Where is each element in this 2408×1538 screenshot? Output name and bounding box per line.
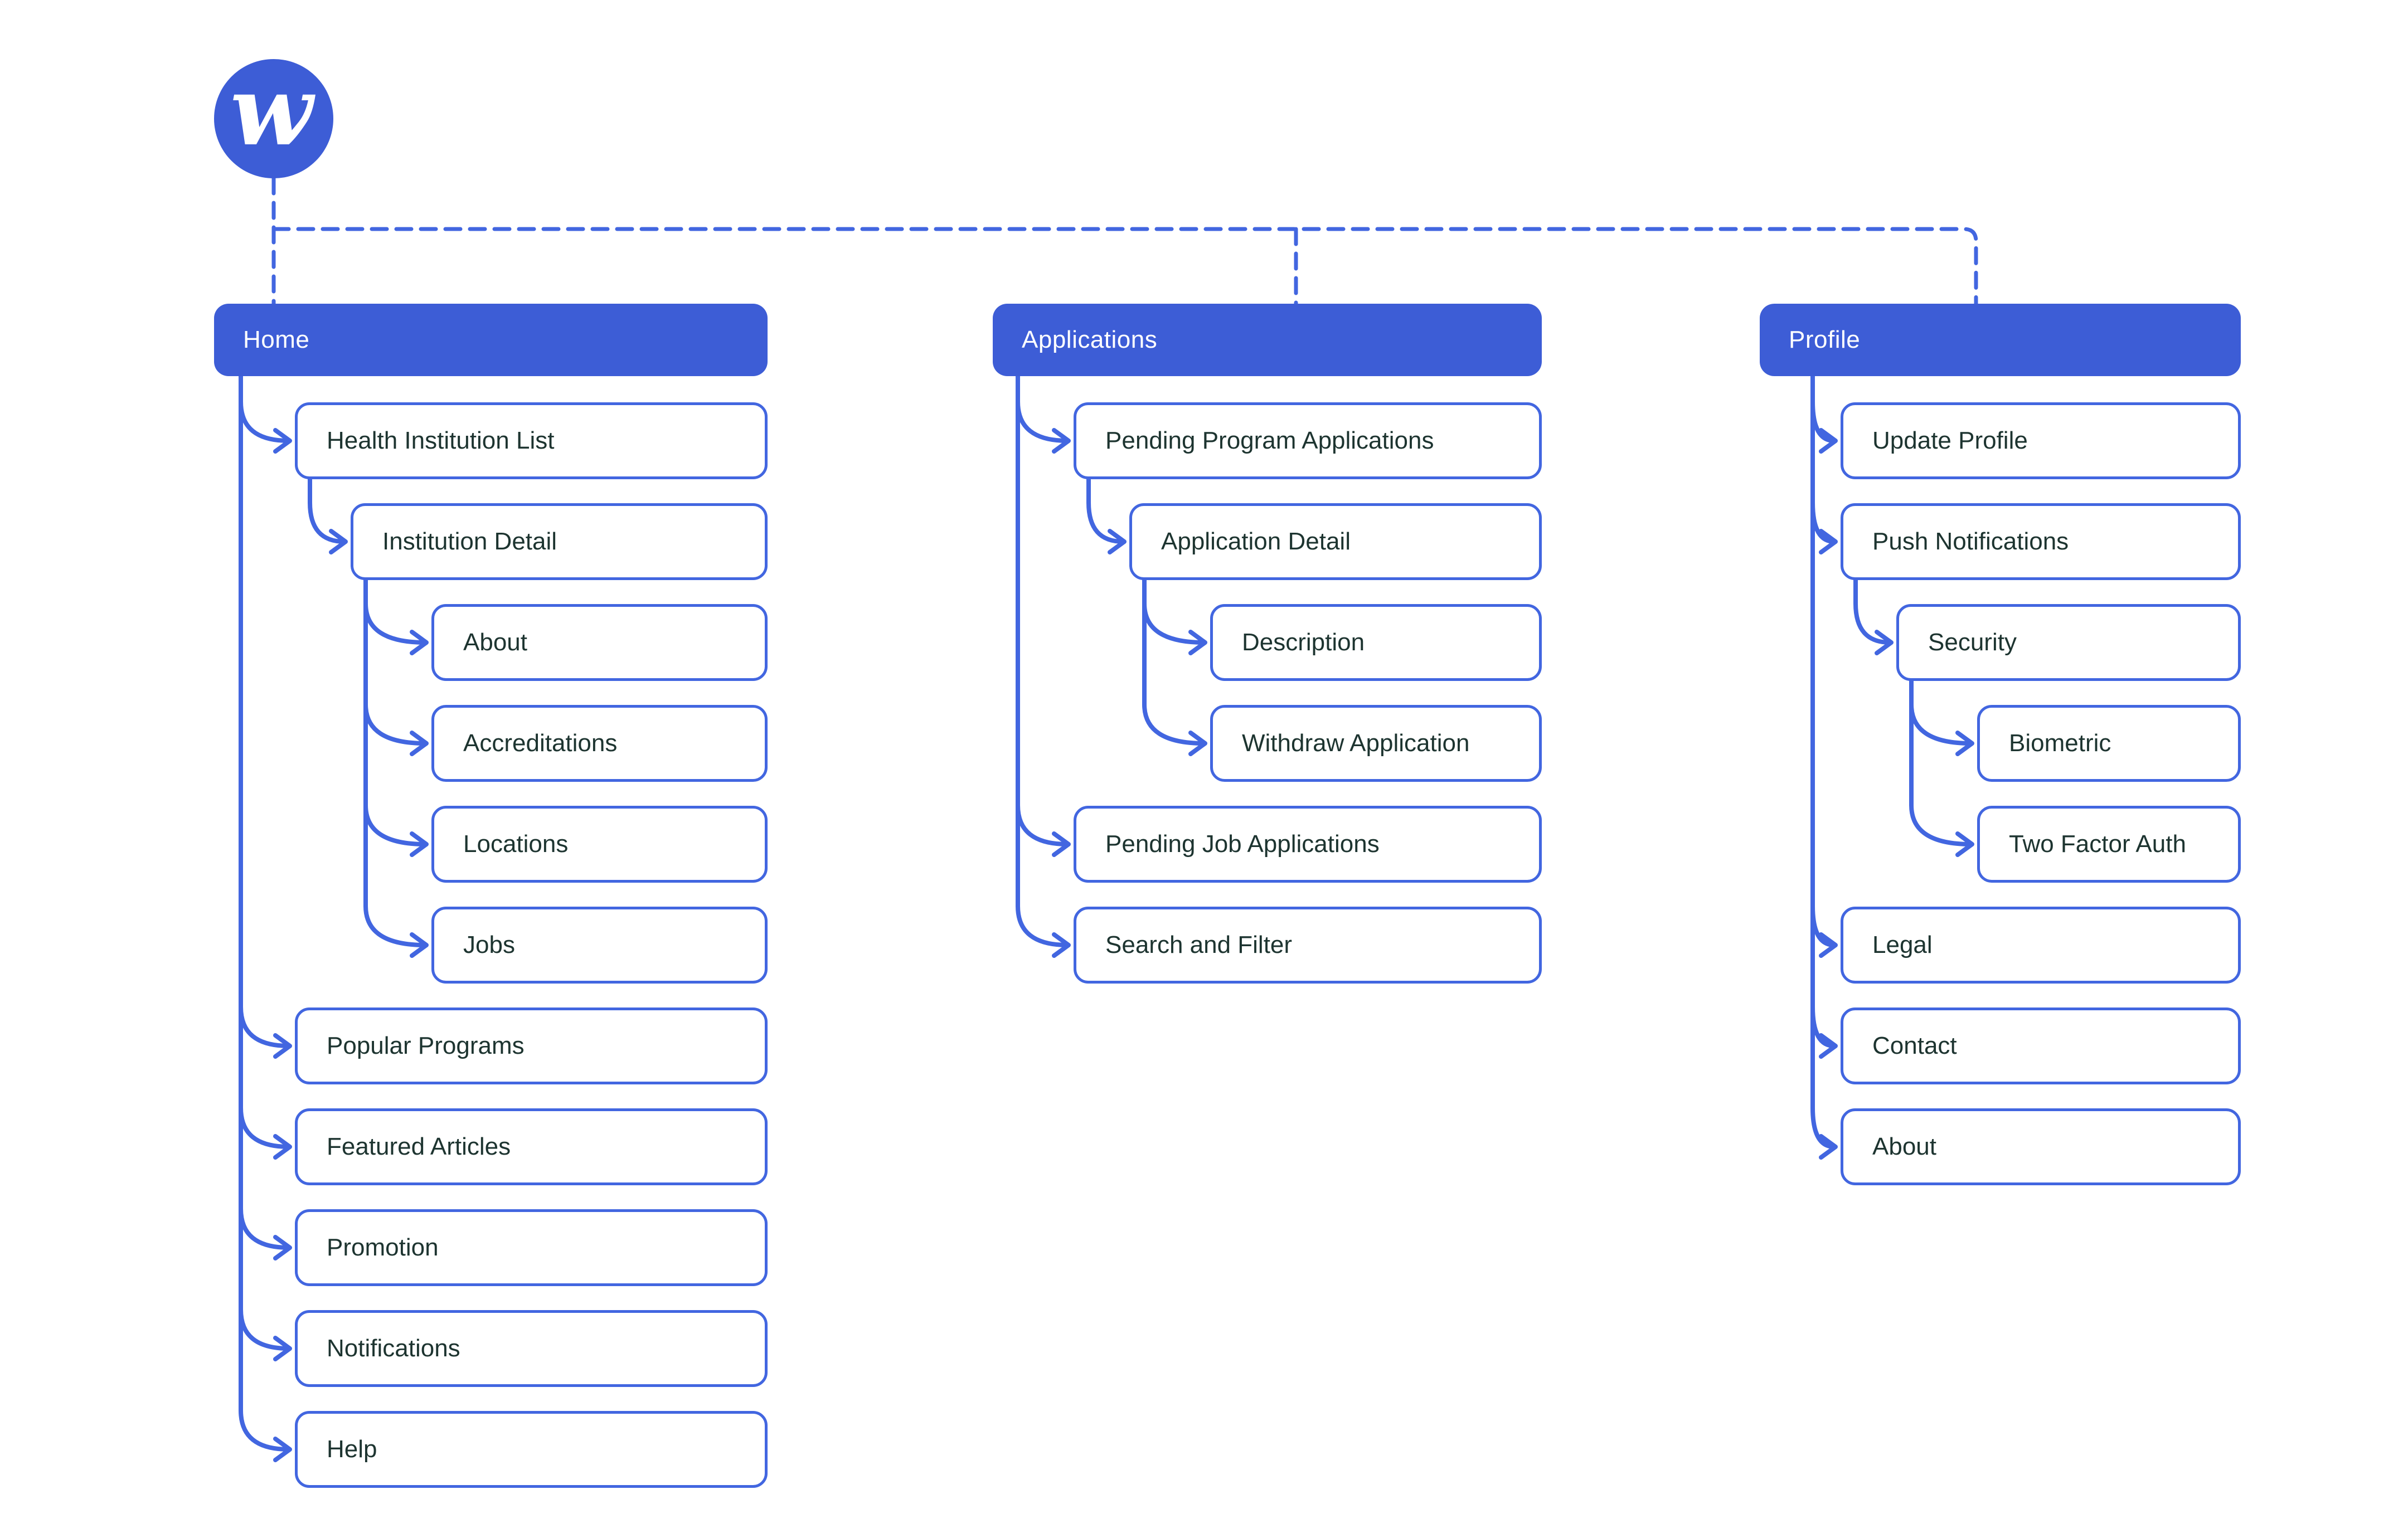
node-locations[interactable]: Locations: [431, 806, 768, 883]
node-label: Pending Program Applications: [1105, 427, 1434, 454]
branch-connector: [410, 630, 429, 655]
node-label: Security: [1928, 629, 2017, 656]
node-label: Contact: [1872, 1032, 1957, 1059]
branch-connector: [273, 1134, 292, 1160]
node-application-detail[interactable]: Application Detail: [1129, 503, 1542, 580]
node-pending-program-applications[interactable]: Pending Program Applications: [1074, 402, 1542, 479]
branch-connector: [1909, 803, 1973, 846]
branch-connector: [329, 529, 348, 554]
section-title: Home: [243, 326, 310, 353]
section-title: Profile: [1789, 326, 1861, 353]
branch-connector: [1819, 428, 1838, 454]
node-about[interactable]: About: [431, 604, 768, 681]
node-label: About: [463, 629, 527, 656]
node-label: About: [1872, 1133, 1936, 1160]
branch-connector: [1955, 831, 1974, 857]
branch-connector: [1819, 1134, 1838, 1160]
node-health-institution-list[interactable]: Health Institution List: [295, 402, 768, 479]
branch-connector: [410, 932, 429, 958]
branch-connector: [1086, 500, 1125, 544]
section-header-applications[interactable]: Applications: [993, 304, 1542, 376]
node-accreditations[interactable]: Accreditations: [431, 705, 768, 782]
section-header-profile[interactable]: Profile: [1760, 304, 2241, 376]
node-label: Health Institution List: [327, 427, 555, 454]
node-label: Notifications: [327, 1335, 460, 1362]
section-header-home[interactable]: Home: [214, 304, 768, 376]
node-label: Promotion: [327, 1234, 439, 1261]
node-withdraw-application[interactable]: Withdraw Application: [1210, 705, 1542, 782]
branch-connector: [1108, 529, 1127, 554]
node-label: Help: [327, 1435, 377, 1463]
node-institution-detail[interactable]: Institution Detail: [351, 503, 768, 580]
node-label: Locations: [463, 830, 569, 858]
branch-connector: [1819, 529, 1838, 554]
node-label: Popular Programs: [327, 1032, 525, 1059]
dashed-connector: [271, 227, 1978, 306]
branch-connector: [273, 1033, 292, 1059]
branch-connector: [1853, 601, 1892, 645]
node-label: Pending Job Applications: [1105, 830, 1380, 858]
node-description[interactable]: Description: [1210, 604, 1542, 681]
node-push-notifications[interactable]: Push Notifications: [1841, 503, 2241, 580]
branch-connector: [1819, 932, 1838, 958]
branch-connector: [308, 500, 347, 544]
branch-connector: [1052, 932, 1071, 958]
node-promotion[interactable]: Promotion: [295, 1209, 768, 1286]
node-biometric[interactable]: Biometric: [1977, 705, 2241, 782]
branch-connector: [363, 904, 428, 947]
branch-connector: [1955, 731, 1974, 756]
node-label: Accreditations: [463, 729, 618, 757]
branch-connector: [410, 731, 429, 756]
branch-connector: [273, 1437, 292, 1462]
branch-connector: [273, 428, 292, 454]
branch-connector: [1819, 1033, 1838, 1059]
node-label: Legal: [1872, 931, 1933, 958]
app-logo[interactable]: w: [214, 59, 333, 178]
branch-connector: [239, 1408, 291, 1452]
branch-connector: [1875, 630, 1894, 655]
node-popular-programs[interactable]: Popular Programs: [295, 1008, 768, 1084]
branch-connector: [1052, 831, 1071, 857]
section-title: Applications: [1022, 326, 1158, 353]
node-featured-articles[interactable]: Featured Articles: [295, 1108, 768, 1185]
node-label: Biometric: [2009, 729, 2111, 757]
branch-connector: [1188, 630, 1207, 655]
branch-connector: [410, 831, 429, 857]
node-label: Description: [1242, 629, 1365, 656]
node-label: Institution Detail: [382, 528, 557, 555]
node-security[interactable]: Security: [1896, 604, 2241, 681]
branch-connector: [1142, 702, 1206, 746]
branch-connector: [273, 1235, 292, 1260]
node-label: Withdraw Application: [1242, 729, 1470, 757]
node-update-profile[interactable]: Update Profile: [1841, 402, 2241, 479]
node-label: Push Notifications: [1872, 528, 2069, 555]
node-label: Two Factor Auth: [2009, 830, 2186, 858]
logo-letter: w: [230, 54, 313, 167]
node-jobs[interactable]: Jobs: [431, 907, 768, 984]
node-label: Update Profile: [1872, 427, 2028, 454]
node-contact[interactable]: Contact: [1841, 1008, 2241, 1084]
node-label: Search and Filter: [1105, 931, 1293, 958]
node-about[interactable]: About: [1841, 1108, 2241, 1185]
branch-connector: [1016, 904, 1070, 947]
node-help[interactable]: Help: [295, 1411, 768, 1488]
node-label: Featured Articles: [327, 1133, 511, 1160]
branch-connector: [1052, 428, 1071, 454]
node-two-factor-auth[interactable]: Two Factor Auth: [1977, 806, 2241, 883]
node-label: Application Detail: [1161, 528, 1351, 555]
node-pending-job-applications[interactable]: Pending Job Applications: [1074, 806, 1542, 883]
branch-connector: [1810, 1106, 1837, 1149]
node-search-and-filter[interactable]: Search and Filter: [1074, 907, 1542, 984]
node-legal[interactable]: Legal: [1841, 907, 2241, 984]
node-notifications[interactable]: Notifications: [295, 1310, 768, 1387]
branch-connector: [1188, 731, 1207, 756]
node-label: Jobs: [463, 931, 515, 958]
branch-connector: [273, 1336, 292, 1361]
